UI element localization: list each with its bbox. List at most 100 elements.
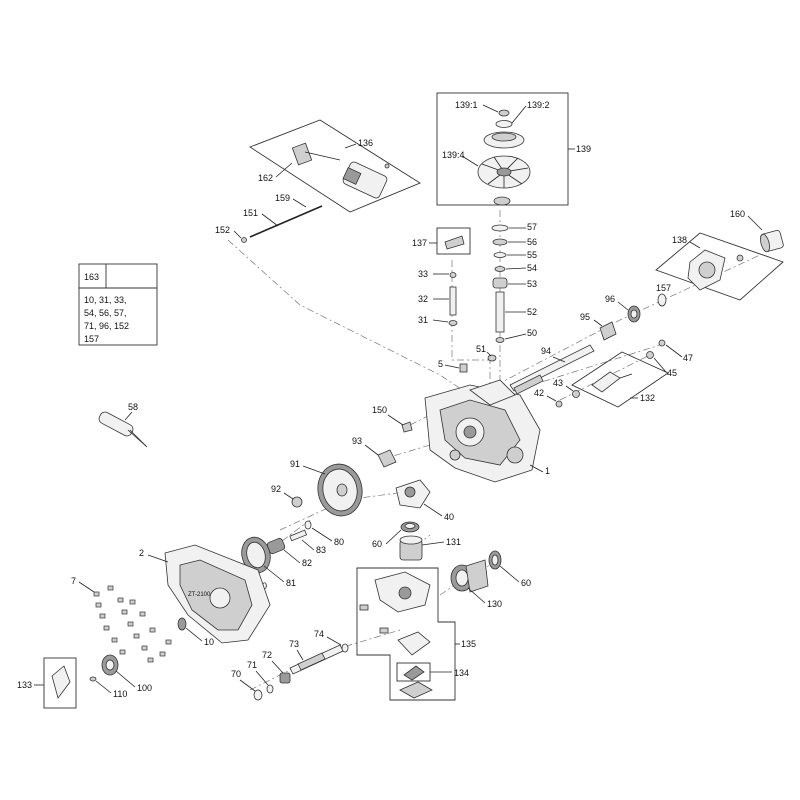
callout-31: 31 bbox=[418, 315, 428, 325]
kit-132-box bbox=[571, 351, 669, 408]
callout-159: 159 bbox=[275, 193, 290, 203]
motor-barrel bbox=[465, 559, 489, 593]
callout-136: 136 bbox=[358, 138, 373, 148]
casting-label: ZT-2100 bbox=[188, 592, 211, 598]
bypass-rod bbox=[304, 151, 341, 161]
kit-135-box bbox=[356, 567, 456, 701]
callout-137: 137 bbox=[412, 238, 427, 248]
handle-screw bbox=[384, 163, 390, 169]
kit-163-line-3: 71, 96, 152 bbox=[84, 321, 129, 331]
kit-138-group: 138 160 bbox=[655, 209, 784, 301]
callout-53: 53 bbox=[527, 279, 537, 289]
fan-hub bbox=[496, 167, 512, 177]
callout-157: 157 bbox=[656, 283, 671, 293]
callout-132: 132 bbox=[640, 393, 655, 403]
washer-45 bbox=[646, 351, 654, 359]
washer-74 bbox=[341, 643, 349, 653]
bolts-7: 7 bbox=[71, 576, 172, 663]
axle-94: 94 bbox=[509, 344, 595, 395]
callout-80-upper: 80 bbox=[334, 537, 344, 547]
callout-55: 55 bbox=[527, 250, 537, 260]
callout-92: 92 bbox=[271, 484, 281, 494]
washer-70 bbox=[253, 689, 263, 701]
callout-2: 2 bbox=[139, 548, 144, 558]
callout-139-1: 139:1 bbox=[455, 100, 478, 110]
vent-5: 5 bbox=[438, 359, 468, 373]
cover-2: ZT-2100 2 bbox=[139, 544, 271, 644]
washer-80-upper bbox=[304, 520, 312, 530]
washer-43 bbox=[572, 390, 580, 398]
callout-51: 51 bbox=[476, 344, 486, 354]
nut-47 bbox=[658, 339, 666, 347]
ring-54 bbox=[494, 266, 506, 272]
kit-138-box bbox=[655, 232, 784, 301]
vent-plug bbox=[459, 363, 468, 373]
valve-40: 40 bbox=[395, 479, 454, 522]
bearing-53 bbox=[492, 277, 508, 289]
callout-95: 95 bbox=[580, 312, 590, 322]
input-shaft-52 bbox=[495, 291, 505, 333]
gear-91: 91 bbox=[290, 459, 363, 517]
kit-135-group: 135 134 bbox=[356, 567, 476, 701]
fan-spacer bbox=[493, 196, 511, 206]
callout-33: 33 bbox=[418, 269, 428, 279]
callout-81: 81 bbox=[286, 578, 296, 588]
washer-56 bbox=[492, 238, 508, 246]
callout-40: 40 bbox=[444, 512, 454, 522]
seal-ring bbox=[177, 617, 187, 631]
callout-60-lower: 60 bbox=[521, 578, 531, 588]
callout-74: 74 bbox=[314, 629, 324, 639]
sealant-tube-58: 58 bbox=[98, 402, 148, 448]
callout-91: 91 bbox=[290, 459, 300, 469]
callout-52: 52 bbox=[527, 307, 537, 317]
callout-56: 56 bbox=[527, 237, 537, 247]
callout-10: 10 bbox=[204, 637, 214, 647]
screw-150-gear-93: 150 93 bbox=[352, 405, 413, 468]
callout-138: 138 bbox=[672, 235, 687, 245]
gear-72 bbox=[279, 672, 291, 684]
callout-72: 72 bbox=[262, 650, 272, 660]
callout-7: 7 bbox=[71, 576, 76, 586]
callout-1: 1 bbox=[545, 466, 550, 476]
screw-135a bbox=[359, 604, 369, 611]
shaft-73-spline bbox=[297, 652, 326, 671]
bushing-160-face bbox=[760, 233, 770, 253]
callout-45: 45 bbox=[667, 368, 677, 378]
bearing-92 bbox=[291, 496, 303, 508]
key-110 bbox=[89, 676, 97, 682]
callout-83: 83 bbox=[316, 545, 326, 555]
callout-160: 160 bbox=[730, 209, 745, 219]
kit-137-group: 137 33 32 31 bbox=[412, 227, 471, 326]
callout-50: 50 bbox=[527, 328, 537, 338]
brake-plate-group: 132 43 42 45 47 bbox=[534, 339, 693, 408]
callout-96: 96 bbox=[605, 294, 615, 304]
part-134 bbox=[403, 665, 425, 681]
callout-139: 139 bbox=[576, 144, 591, 154]
callout-135: 135 bbox=[461, 639, 476, 649]
bypass-lever-bracket bbox=[291, 142, 313, 166]
sealant-tube-body bbox=[98, 411, 134, 437]
callout-139-4: 139:4 bbox=[442, 150, 465, 160]
bypass-rod-group: 159 151 152 bbox=[215, 193, 323, 243]
housing-top-boss bbox=[469, 379, 516, 406]
rod-151 bbox=[249, 205, 323, 238]
ring-71 bbox=[266, 684, 274, 694]
callout-57: 57 bbox=[527, 222, 537, 232]
callout-43: 43 bbox=[553, 378, 563, 388]
gear-95 bbox=[599, 321, 617, 341]
kit-163-number: 163 bbox=[84, 272, 99, 282]
thrust-plate bbox=[399, 681, 433, 699]
callout-73: 73 bbox=[289, 639, 299, 649]
callout-133: 133 bbox=[17, 680, 32, 690]
screw-135b bbox=[379, 627, 389, 634]
callout-134: 134 bbox=[454, 668, 469, 678]
ring-157 bbox=[657, 293, 667, 307]
nut-42 bbox=[555, 400, 563, 408]
callout-94: 94 bbox=[541, 346, 551, 356]
kit-133-box bbox=[43, 657, 77, 709]
kit-163-line-1: 10, 31, 33, bbox=[84, 295, 127, 305]
washer-33 bbox=[449, 272, 457, 278]
seal-55 bbox=[493, 252, 507, 258]
main-housing-1: 1 bbox=[424, 379, 550, 483]
